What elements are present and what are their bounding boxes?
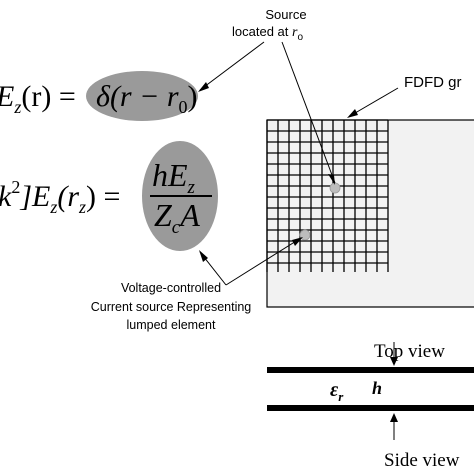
eq2-lhs-e: ]E — [19, 180, 50, 213]
fdfd-arrowhead — [347, 109, 358, 118]
equation-lumped-element: k2]Ez(rz) = hEz ZcA — [0, 141, 218, 251]
eq2-lhs-sub: z — [49, 197, 57, 217]
bottom-conductor — [267, 405, 474, 411]
svg-text:hEz: hEz — [152, 157, 196, 198]
eq1-lhs-arg: (r) = — [21, 80, 75, 113]
source-label-line2: located at ro — [232, 24, 303, 43]
eq1-lhs-sub: z — [13, 97, 21, 117]
height-label: h — [372, 378, 382, 398]
eq1-rhs: δ(r − r — [96, 80, 179, 113]
height-arrowhead-bottom — [390, 413, 398, 422]
fdfd-grid-label: FDFD gr — [404, 74, 462, 91]
fdfd-annotation: FDFD gr — [347, 74, 462, 118]
equation-delta-source: Ez(r) = δ(r − r0) — [0, 71, 198, 121]
eq2-lhs-close: ) = — [86, 180, 120, 213]
eq2-num-sub: z — [187, 177, 196, 198]
svg-text:Ez(r) =: Ez(r) = — [0, 80, 76, 117]
lumped-arrowhead-dot — [292, 237, 303, 246]
epsilon-label: εr — [330, 379, 344, 404]
lumped-label-line1: Voltage-controlled — [121, 281, 221, 295]
lumped-label-line2: Current source Representing — [91, 300, 252, 314]
source-annotation: Source located at ro — [198, 7, 336, 185]
lumped-arrowhead-eq2 — [199, 250, 208, 262]
source-arrow-to-dot — [281, 41, 336, 184]
source-arrow-to-eq1 — [199, 41, 265, 91]
eq1-rhs-ellipse — [86, 71, 198, 121]
svg-text:ZcA: ZcA — [154, 197, 200, 238]
eq2-lhs-k: k — [0, 180, 12, 213]
eq2-num: hE — [152, 157, 188, 193]
eq2-lhs-arg: (r — [57, 180, 79, 213]
lumped-label-line3: lumped element — [127, 318, 216, 332]
fdfd-arrow — [349, 87, 399, 117]
eq2-lhs-sup: 2 — [11, 177, 20, 197]
source-label-line1: Source — [265, 7, 306, 22]
svg-text:k2]Ez(rz) =: k2]Ez(rz) = — [0, 177, 120, 217]
substrate-top-view — [266, 119, 474, 308]
eq2-den-a: A — [178, 197, 200, 233]
eq2-den-sub: c — [172, 217, 181, 238]
eq1-lhs-e: E — [0, 80, 14, 113]
svg-text:δ(r − r0): δ(r − r0) — [96, 80, 198, 117]
top-view-label: Top view — [374, 341, 445, 362]
source-dot — [329, 182, 341, 194]
source-arrowhead-eq1 — [198, 82, 209, 92]
side-view: εr h — [267, 342, 474, 440]
source-arrowhead-dot — [328, 174, 335, 185]
fdfd-grid — [266, 119, 389, 272]
lumped-annotation: Voltage-controlled Current source Repres… — [91, 237, 303, 332]
lumped-arrow-to-dot — [225, 237, 302, 286]
eq2-lhs-arg-sub: z — [78, 197, 86, 217]
eq1-rhs-close: ) — [188, 80, 198, 113]
top-conductor — [267, 367, 474, 373]
top-view — [266, 119, 474, 308]
eq2-den-z: Z — [154, 197, 173, 233]
height-arrowhead-top — [390, 357, 398, 366]
side-view-label: Side view — [384, 450, 460, 471]
eq1-rhs-sub: 0 — [179, 97, 188, 117]
